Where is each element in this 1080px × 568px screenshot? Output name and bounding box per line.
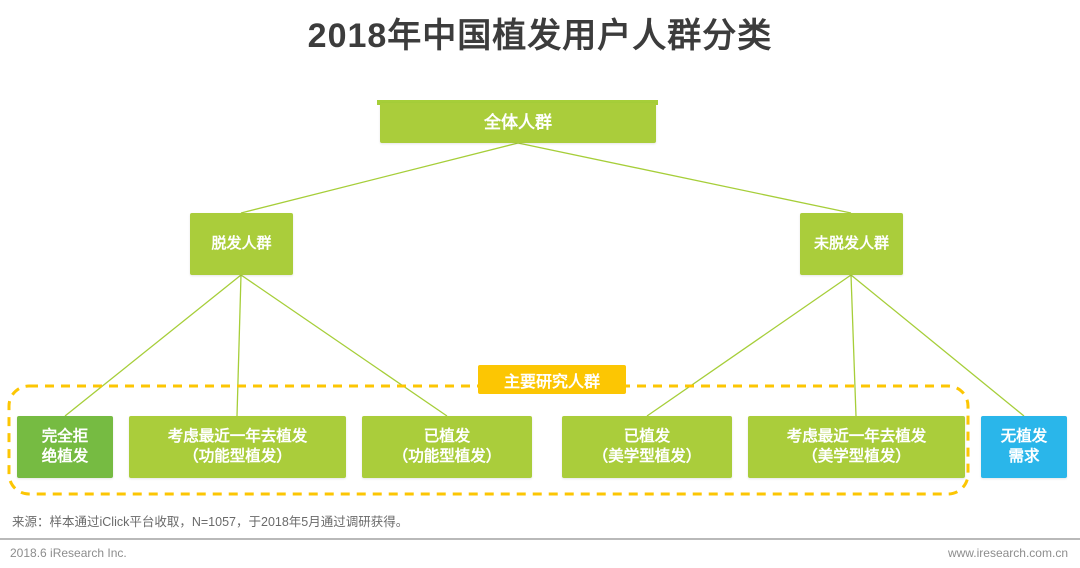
edge-right-to-leaf3 — [646, 274, 852, 417]
node-no-hair-loss-population[interactable]: 未脱发人群 — [800, 213, 903, 275]
edge-left-to-leaf2 — [240, 274, 448, 417]
footer-website: www.iresearch.com.cn — [947, 546, 1068, 560]
node-leaf-done-aesthetic[interactable]: 已植发 （美学型植发） — [562, 416, 732, 478]
edge-left-to-leaf0 — [64, 274, 242, 417]
edge-root-to-left — [240, 142, 519, 214]
title-underline-bar — [377, 100, 658, 105]
footer-copyright: 2018.6 iResearch Inc. — [10, 546, 127, 560]
node-hair-loss-population[interactable]: 脱发人群 — [190, 213, 293, 275]
node-leaf-considering-functional[interactable]: 考虑最近一年去植发 （功能型植发） — [129, 416, 346, 478]
node-leaf-considering-aesthetic[interactable]: 考虑最近一年去植发 （美学型植发） — [748, 416, 965, 478]
edge-left-to-leaf1 — [236, 274, 242, 417]
node-leaf-done-functional[interactable]: 已植发 （功能型植发） — [362, 416, 532, 478]
node-all-population[interactable]: 全体人群 — [380, 103, 656, 143]
node-leaf-reject-transplant[interactable]: 完全拒 绝植发 — [17, 416, 113, 478]
footer-divider — [0, 538, 1080, 540]
edge-right-to-leaf5 — [850, 274, 1025, 417]
edge-right-to-leaf4 — [850, 274, 857, 417]
node-leaf-no-demand[interactable]: 无植发 需求 — [981, 416, 1067, 478]
edge-root-to-right — [517, 142, 852, 214]
page-title: 2018年中国植发用户人群分类 — [307, 17, 773, 55]
source-note: 来源：样本通过iClick平台收取，N=1057，于2018年5月通过调研获得。 — [12, 515, 409, 529]
highlight-label: 主要研究人群 — [478, 365, 626, 394]
